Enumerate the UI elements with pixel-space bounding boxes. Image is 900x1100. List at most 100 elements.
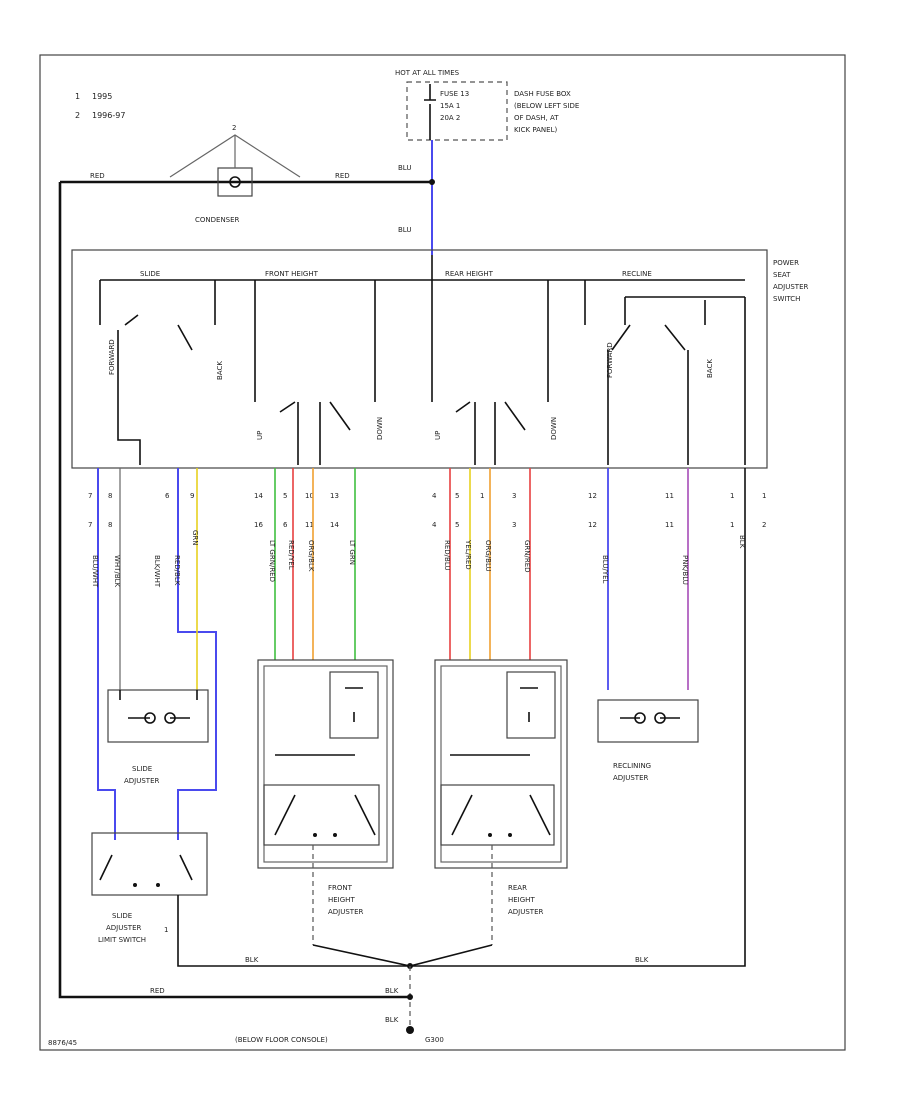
svg-text:ORG/BLK: ORG/BLK: [307, 540, 315, 572]
ground-junction: BLK BLK (BELOW FLOOR CONSOLE) G300: [235, 944, 493, 1044]
svg-text:3: 3: [512, 492, 516, 500]
svg-text:16: 16: [254, 521, 263, 529]
slide-adjuster: SLIDE ADJUSTER: [107, 689, 209, 785]
svg-text:POWER: POWER: [773, 259, 799, 267]
svg-text:12: 12: [588, 492, 597, 500]
power-seat-switch: POWER SEAT ADJUSTER SWITCH SLIDE FRONT H…: [71, 249, 809, 469]
svg-text:15A 1: 15A 1: [440, 102, 460, 110]
svg-text:BACK: BACK: [706, 359, 714, 378]
svg-text:(BELOW LEFT SIDE: (BELOW LEFT SIDE: [514, 102, 579, 110]
svg-text:(BELOW FLOOR CONSOLE): (BELOW FLOOR CONSOLE): [235, 1036, 328, 1044]
svg-text:LT GRN: LT GRN: [348, 540, 356, 565]
svg-text:SEAT: SEAT: [773, 271, 791, 279]
svg-text:6: 6: [283, 521, 288, 529]
svg-text:KICK PANEL): KICK PANEL): [514, 126, 557, 134]
svg-text:LIMIT SWITCH: LIMIT SWITCH: [98, 936, 146, 944]
svg-text:G300: G300: [425, 1036, 444, 1044]
svg-text:1: 1: [762, 492, 766, 500]
svg-text:SLIDE: SLIDE: [112, 912, 132, 920]
svg-text:5: 5: [283, 492, 287, 500]
svg-text:BLK: BLK: [385, 1016, 399, 1024]
svg-text:HEIGHT: HEIGHT: [508, 896, 535, 904]
svg-text:1: 1: [730, 492, 734, 500]
svg-text:WHT/BLK: WHT/BLK: [113, 555, 121, 588]
svg-text:8: 8: [108, 492, 112, 500]
svg-text:RED: RED: [150, 987, 165, 995]
power-title: HOT AT ALL TIMES: [395, 69, 460, 77]
legend-num-2: 2: [75, 111, 80, 120]
svg-text:SLIDE: SLIDE: [140, 270, 160, 278]
svg-text:1: 1: [730, 521, 734, 529]
svg-text:SWITCH: SWITCH: [773, 295, 800, 303]
svg-text:BLU/YEL: BLU/YEL: [601, 555, 609, 584]
svg-text:2: 2: [762, 521, 766, 529]
svg-text:14: 14: [254, 492, 263, 500]
svg-text:14: 14: [330, 521, 339, 529]
svg-text:10: 10: [305, 492, 314, 500]
svg-text:ADJUSTER: ADJUSTER: [106, 924, 142, 932]
pin-labels: 7 8 6 9 7 8 14 5 10 13 16 6 11 14 4 5 1 …: [88, 492, 766, 529]
svg-text:7: 7: [88, 492, 92, 500]
svg-text:CONDENSER: CONDENSER: [195, 216, 240, 224]
svg-text:OF DASH, AT: OF DASH, AT: [514, 114, 559, 122]
svg-text:11: 11: [305, 521, 314, 529]
svg-text:UP: UP: [434, 431, 442, 440]
rear-height-adjuster: REAR HEIGHT ADJUSTER: [434, 659, 568, 945]
svg-text:UP: UP: [256, 431, 264, 440]
legend: 1 1995 2 1996-97: [75, 92, 125, 120]
svg-text:GRN: GRN: [191, 530, 199, 546]
svg-text:9: 9: [190, 492, 194, 500]
svg-text:20A 2: 20A 2: [440, 114, 460, 122]
svg-text:FUSE 13: FUSE 13: [440, 90, 469, 98]
svg-text:12: 12: [588, 521, 597, 529]
svg-text:YEL/RED: YEL/RED: [464, 539, 472, 570]
svg-text:ORG/BLU: ORG/BLU: [484, 540, 492, 572]
svg-text:ADJUSTER: ADJUSTER: [124, 777, 160, 785]
front-height-adjuster: FRONT HEIGHT ADJUSTER: [257, 659, 394, 945]
svg-text:4: 4: [432, 492, 437, 500]
condenser: CONDENSER 2: [169, 124, 301, 224]
svg-text:RED/YEL: RED/YEL: [287, 540, 295, 570]
svg-text:REAR HEIGHT: REAR HEIGHT: [445, 270, 494, 278]
svg-text:HEIGHT: HEIGHT: [328, 896, 355, 904]
svg-text:ADJUSTER: ADJUSTER: [508, 908, 544, 916]
svg-text:RED: RED: [90, 172, 105, 180]
svg-text:7: 7: [88, 521, 92, 529]
recline-wires: BLU/YEL PNK/BLU BLK: [601, 468, 746, 690]
svg-text:RECLINE: RECLINE: [622, 270, 652, 278]
svg-text:BLK: BLK: [635, 956, 649, 964]
svg-text:SLIDE: SLIDE: [132, 765, 152, 773]
svg-text:RECLINING: RECLINING: [613, 762, 651, 770]
reclining-adjuster: RECLINING ADJUSTER: [597, 699, 699, 782]
svg-text:BLK/WHT: BLK/WHT: [153, 555, 161, 588]
svg-text:LT GRN/RED: LT GRN/RED: [268, 540, 276, 582]
svg-text:BACK: BACK: [216, 361, 224, 380]
svg-text:2: 2: [232, 124, 236, 132]
fuse-box: HOT AT ALL TIMES FUSE 13 15A 1 20A 2 DAS…: [395, 69, 579, 141]
svg-text:BLK: BLK: [385, 987, 399, 995]
svg-text:GRN/RED: GRN/RED: [523, 540, 531, 573]
footer-code: 8876/45: [48, 1039, 77, 1047]
svg-text:6: 6: [165, 492, 170, 500]
front-height-wires: LT GRN/RED RED/YEL ORG/BLK LT GRN: [268, 468, 356, 660]
legend-text-2: 1996-97: [92, 111, 125, 120]
svg-text:REAR: REAR: [508, 884, 527, 892]
slide-limit-switch: SLIDE ADJUSTER LIMIT SWITCH 1 BLK BLK: [91, 468, 746, 967]
svg-text:RED/BLU: RED/BLU: [443, 540, 451, 571]
svg-text:RED/BLK: RED/BLK: [173, 555, 181, 586]
svg-text:ADJUSTER: ADJUSTER: [328, 908, 364, 916]
svg-text:1: 1: [164, 926, 168, 934]
svg-text:5: 5: [455, 521, 459, 529]
svg-text:3: 3: [512, 521, 516, 529]
legend-num-1: 1: [75, 92, 80, 101]
svg-text:FRONT: FRONT: [328, 884, 353, 892]
svg-text:11: 11: [665, 521, 674, 529]
svg-text:BLU/WHT: BLU/WHT: [91, 555, 99, 588]
svg-text:11: 11: [665, 492, 674, 500]
svg-text:8: 8: [108, 521, 112, 529]
svg-text:FORWARD: FORWARD: [108, 339, 116, 375]
svg-text:PNK/BLU: PNK/BLU: [681, 555, 689, 585]
svg-text:ADJUSTER: ADJUSTER: [773, 283, 809, 291]
svg-text:DASH FUSE BOX: DASH FUSE BOX: [514, 90, 571, 98]
